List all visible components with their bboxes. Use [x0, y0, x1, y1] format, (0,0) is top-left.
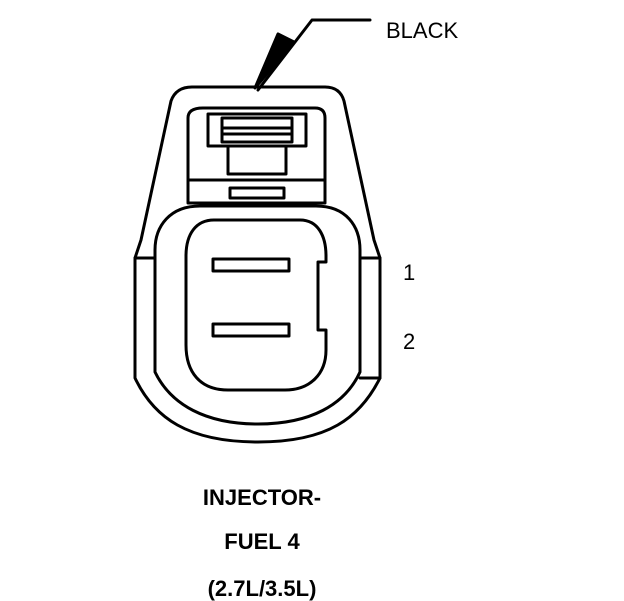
latch-recess [186, 106, 327, 205]
latch-stem [226, 144, 288, 176]
latch-tab [220, 116, 294, 144]
caption-line-3: (2.7L/3.5L) [207, 576, 317, 601]
key-slot [228, 186, 286, 200]
leader-line [256, 18, 372, 92]
connector-housing-inner [153, 204, 362, 426]
terminal-cavity [184, 218, 328, 392]
wire-color-label: BLACK [386, 18, 459, 43]
terminal-pin-1 [211, 257, 291, 273]
caption-line-1: INJECTOR- [202, 485, 322, 510]
pin-number-1: 1 [403, 260, 416, 285]
leader-arrowhead [253, 32, 296, 90]
terminal-pin-2 [211, 322, 291, 338]
caption-line-2: FUEL 4 [224, 529, 300, 554]
color-leader [253, 18, 372, 92]
pin-number-2: 2 [403, 329, 416, 354]
locking-latch [206, 112, 308, 176]
connector-housing-outer [133, 85, 382, 444]
